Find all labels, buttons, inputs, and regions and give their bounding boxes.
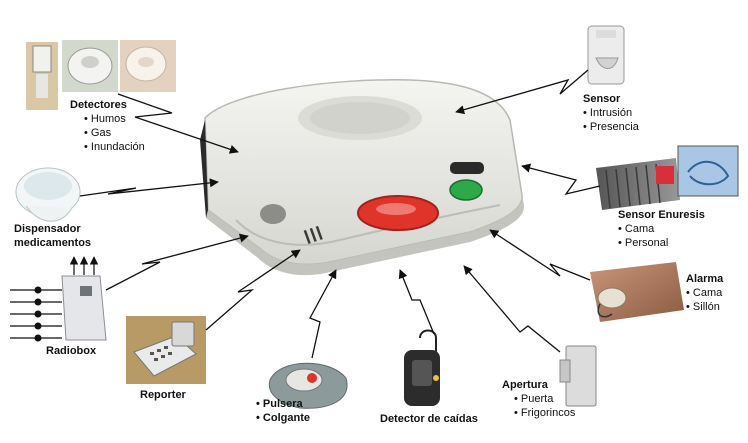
arrow-apertura [463, 265, 561, 353]
detector-caidas-title: Detector de caídas [380, 413, 478, 425]
detectores-item: Inundación [84, 140, 145, 154]
enuresis-item: Cama [618, 222, 668, 236]
dispenser-image [15, 167, 81, 222]
arrow-detectores [117, 93, 239, 154]
arrow-alarma [489, 229, 591, 281]
enuresis-items: Cama Personal [618, 222, 668, 250]
arrow-dispensador [79, 178, 219, 197]
enuresis-sensor-image [596, 145, 739, 210]
alarma-title: Alarma [686, 273, 724, 285]
detectors-images [26, 40, 176, 110]
sensor-items: Intrusión Presencia [583, 106, 639, 134]
sensor-title: Sensor [583, 93, 621, 105]
door-sensor-image [559, 345, 597, 407]
apertura-items: Puerta Frigorincos [514, 392, 575, 420]
central-hub-unit [200, 79, 525, 276]
enuresis-item: Personal [618, 236, 668, 250]
fall-detector-image [404, 329, 440, 406]
detectores-items: Humos Gas Inundación [84, 112, 145, 154]
green-button [449, 179, 483, 201]
arrow-enuresis [521, 163, 601, 196]
dispensador-title-line2: medicamentos [14, 237, 92, 249]
pulsera-item: Pulsera [256, 397, 310, 411]
dispensador-title-line1: Dispensador [14, 223, 81, 235]
pulsera-item: Colgante [256, 411, 310, 425]
grey-button [260, 204, 286, 224]
sensor-item: Intrusión [583, 106, 639, 120]
alarma-item: Cama [686, 286, 722, 300]
alarma-item: Sillón [686, 300, 722, 314]
reporter-image [126, 316, 206, 384]
arrow-radiobox [105, 233, 249, 291]
radiobox-image [10, 256, 107, 342]
arrow-caidas [398, 269, 435, 335]
detectores-item: Gas [84, 126, 145, 140]
pulsera-items: Pulsera Colgante [256, 397, 310, 425]
apertura-item: Frigorincos [514, 406, 575, 420]
apertura-title: Apertura [502, 379, 548, 391]
connector-arrows [79, 69, 601, 359]
apertura-item: Puerta [514, 392, 575, 406]
radiobox-title: Radiobox [46, 345, 97, 357]
arrow-reporter [205, 249, 301, 331]
alarma-items: Cama Sillón [686, 286, 722, 314]
reporter-title: Reporter [140, 389, 186, 401]
arrow-pulsera [309, 269, 337, 359]
motion-sensor-image [587, 25, 625, 85]
sensor-item: Presencia [583, 120, 639, 134]
detectores-title: Detectores [70, 99, 127, 111]
detectores-item: Humos [84, 112, 145, 126]
alarm-pad-image [590, 262, 684, 322]
enuresis-title: Sensor Enuresis [618, 209, 705, 221]
display-window [450, 162, 484, 174]
arrow-sensor [455, 69, 589, 115]
